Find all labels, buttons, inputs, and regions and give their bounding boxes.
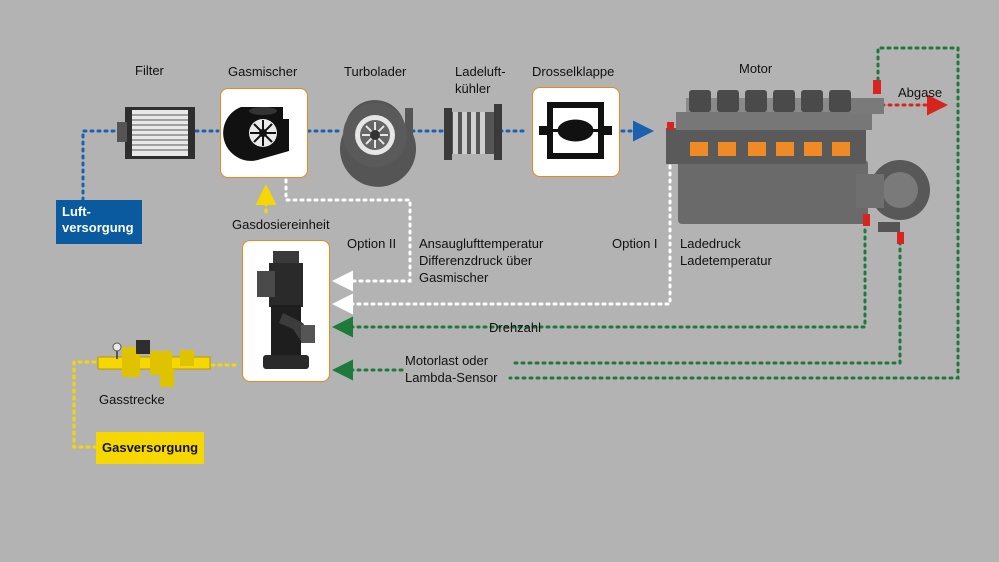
ladetemperatur-label: Ladetemperatur [680, 253, 772, 268]
ansaugluft-label-line1: Ansauglufttemperatur [419, 236, 544, 251]
gas-mixer-icon [223, 107, 289, 161]
gasmischer-box [220, 88, 308, 178]
ladedruck-label: Ladedruck [680, 236, 741, 251]
luftversorgung-tag-line1: Luft- [62, 204, 91, 219]
motorlast-label-line2: Lambda-Sensor [405, 370, 498, 385]
ansaugluft-label-line2: Differenzdruck über [419, 253, 533, 268]
gasversorgung-tag: Gasversorgung [96, 432, 204, 464]
luftversorgung-tag-line2: versorgung [62, 220, 134, 235]
gasmischer-label: Gasmischer [228, 64, 298, 79]
filter-label: Filter [135, 63, 164, 78]
abgase-label: Abgase [898, 85, 943, 100]
motorlast-label-line1: Motorlast oder [405, 353, 489, 368]
gas-engine-icon [666, 80, 930, 244]
throttle-valve-icon [539, 102, 612, 159]
option-signal-lines [284, 136, 672, 315]
air-filter-icon [117, 107, 195, 159]
gas-dosing-unit-icon [257, 251, 315, 369]
option-ii-label: Option II [347, 236, 397, 251]
turbocharger-icon [340, 100, 417, 187]
gasdosiereinheit-label: Gasdosiereinheit [232, 217, 330, 232]
drehzahl-label: Drehzahl [489, 320, 542, 335]
gasdosiereinheit-box [242, 240, 330, 382]
ansaugluft-label-line3: Gasmischer [419, 270, 489, 285]
option-i-label: Option I [612, 236, 658, 251]
motor-label: Motor [739, 61, 773, 76]
ladeluftkuehler-label-line2: kühler [455, 81, 491, 96]
drosselklappe-box [532, 87, 620, 177]
ladeluftkuehler-label-line1: Ladeluft- [455, 64, 506, 79]
turbolader-label: Turbolader [344, 64, 407, 79]
air-flow-line [81, 120, 654, 202]
gas-flow-line [72, 184, 277, 449]
engine-signal-lines [332, 46, 960, 381]
charge-air-cooler-icon [444, 104, 502, 160]
gasstrecke-label: Gasstrecke [99, 392, 165, 407]
drosselklappe-label: Drosselklappe [532, 64, 615, 79]
gas-train-icon [97, 340, 211, 387]
gasversorgung-tag-label: Gasversorgung [102, 440, 199, 455]
luftversorgung-tag: Luft- versorgung [56, 200, 142, 244]
